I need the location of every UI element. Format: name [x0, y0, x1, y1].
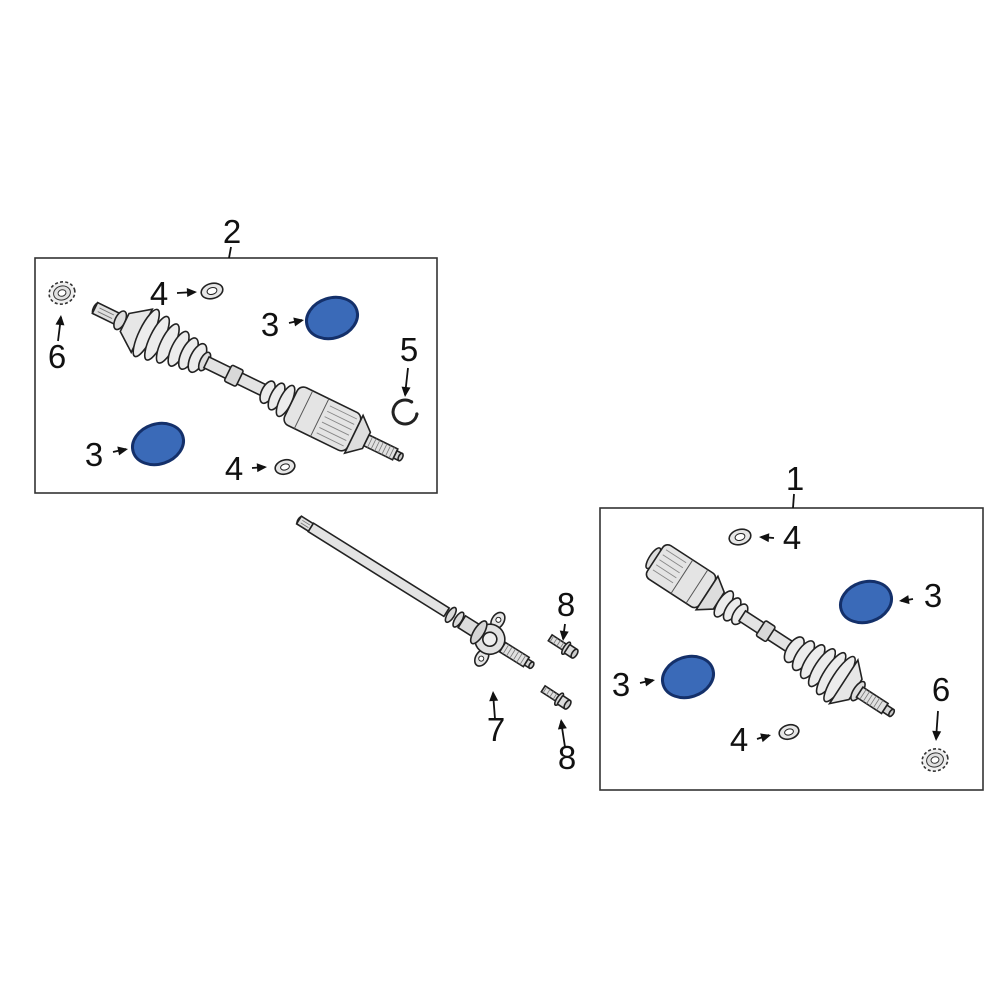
- assembly-1-tick: [792, 493, 795, 509]
- boot-clamp-1a: [728, 528, 752, 546]
- arrowhead: [559, 630, 569, 641]
- callout-4-label: 4: [730, 721, 748, 758]
- cv-axle-1: [645, 543, 896, 718]
- assembly-box-1: 1: [599, 460, 984, 791]
- callout-7-label: 7: [487, 711, 505, 748]
- lock-washer-1: [921, 748, 949, 772]
- snap-ring: [391, 398, 419, 426]
- callout-bolt-upper: 8: [557, 586, 575, 641]
- highlighted-boot-2a: [305, 295, 359, 341]
- callout-8-label: 8: [557, 586, 575, 623]
- assembly-box-2: 2: [34, 213, 438, 494]
- flange-bolt-lower: [540, 684, 572, 710]
- arrowhead: [489, 691, 499, 702]
- assembly-2-tick: [228, 246, 232, 259]
- axle-1-outer-joint: [827, 657, 863, 705]
- intermediate-shaft-rod: [307, 522, 451, 618]
- callout-bolt-lower: 8: [557, 719, 576, 776]
- callout-3-label: 3: [612, 666, 630, 703]
- highlighted-boot-1b: [661, 654, 715, 700]
- callout-4-label: 4: [150, 275, 168, 312]
- callout-3-label: 3: [261, 306, 279, 343]
- callout-boot-2b: 3: [85, 436, 128, 473]
- boot-clamp-1b: [778, 723, 800, 741]
- lock-washer-2: [48, 281, 76, 305]
- callout-clamp-1b: 4: [730, 721, 771, 758]
- highlighted-boot-1a: [839, 579, 893, 625]
- arrowhead: [293, 317, 304, 327]
- callout-6-label: 6: [48, 338, 66, 375]
- assembly-2-label: 2: [223, 213, 241, 250]
- arrowhead: [557, 719, 567, 730]
- callout-boot-1b: 3: [612, 666, 655, 703]
- axle-2-outer-joint: [119, 308, 154, 355]
- callout-5-label: 5: [400, 331, 418, 368]
- callout-4-label: 4: [225, 450, 243, 487]
- callout-boot-1a: 3: [899, 577, 942, 614]
- highlighted-boot-2b: [131, 421, 185, 467]
- intermediate-shaft-group: 7 8 8: [295, 515, 579, 776]
- arrowhead: [186, 288, 197, 298]
- intermediate-shaft: [295, 515, 535, 670]
- arrowhead: [117, 446, 128, 456]
- cv-axle-2: [91, 301, 404, 462]
- flange-bolt-upper: [547, 633, 579, 659]
- callout-6-label: 6: [932, 671, 950, 708]
- arrowhead: [401, 386, 411, 397]
- arrowhead: [899, 595, 910, 605]
- arrowhead: [932, 730, 942, 741]
- callout-4-label: 4: [783, 519, 801, 556]
- arrowhead: [760, 733, 771, 743]
- callout-snap-ring: 5: [400, 331, 418, 397]
- callout-washer-2: 6: [48, 315, 66, 375]
- callout-clamp-2b: 4: [225, 450, 267, 487]
- callout-boot-2a: 3: [261, 306, 304, 343]
- arrowhead: [759, 533, 770, 543]
- assembly-1-label: 1: [786, 460, 804, 497]
- arrowhead: [256, 463, 267, 473]
- callout-3-label: 3: [85, 436, 103, 473]
- arrowhead: [55, 315, 65, 326]
- callout-clamp-1a: 4: [759, 519, 801, 556]
- boot-clamp-2a: [200, 282, 224, 300]
- callout-intermediate-shaft: 7: [487, 691, 505, 748]
- callout-washer-1: 6: [932, 671, 950, 741]
- callout-3-label: 3: [924, 577, 942, 614]
- callout-8-label: 8: [558, 739, 576, 776]
- boot-clamp-2b: [274, 458, 296, 476]
- callout-clamp-2a: 4: [150, 275, 197, 312]
- arrowhead: [644, 677, 655, 687]
